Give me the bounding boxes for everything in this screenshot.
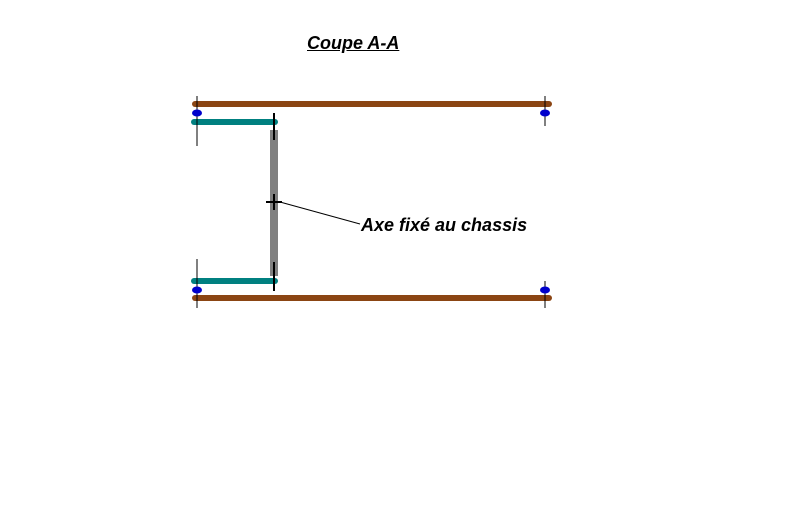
fastener-bottom-left [192,286,202,294]
fastener-top-right [540,109,550,117]
diagram-title: Coupe A-A [307,33,400,53]
annotation-leader-line [279,201,361,225]
fastener-bottom-right [540,286,550,294]
axle-annotation: Axe fixé au chassis [361,215,528,235]
fastener-top-left [192,109,202,117]
